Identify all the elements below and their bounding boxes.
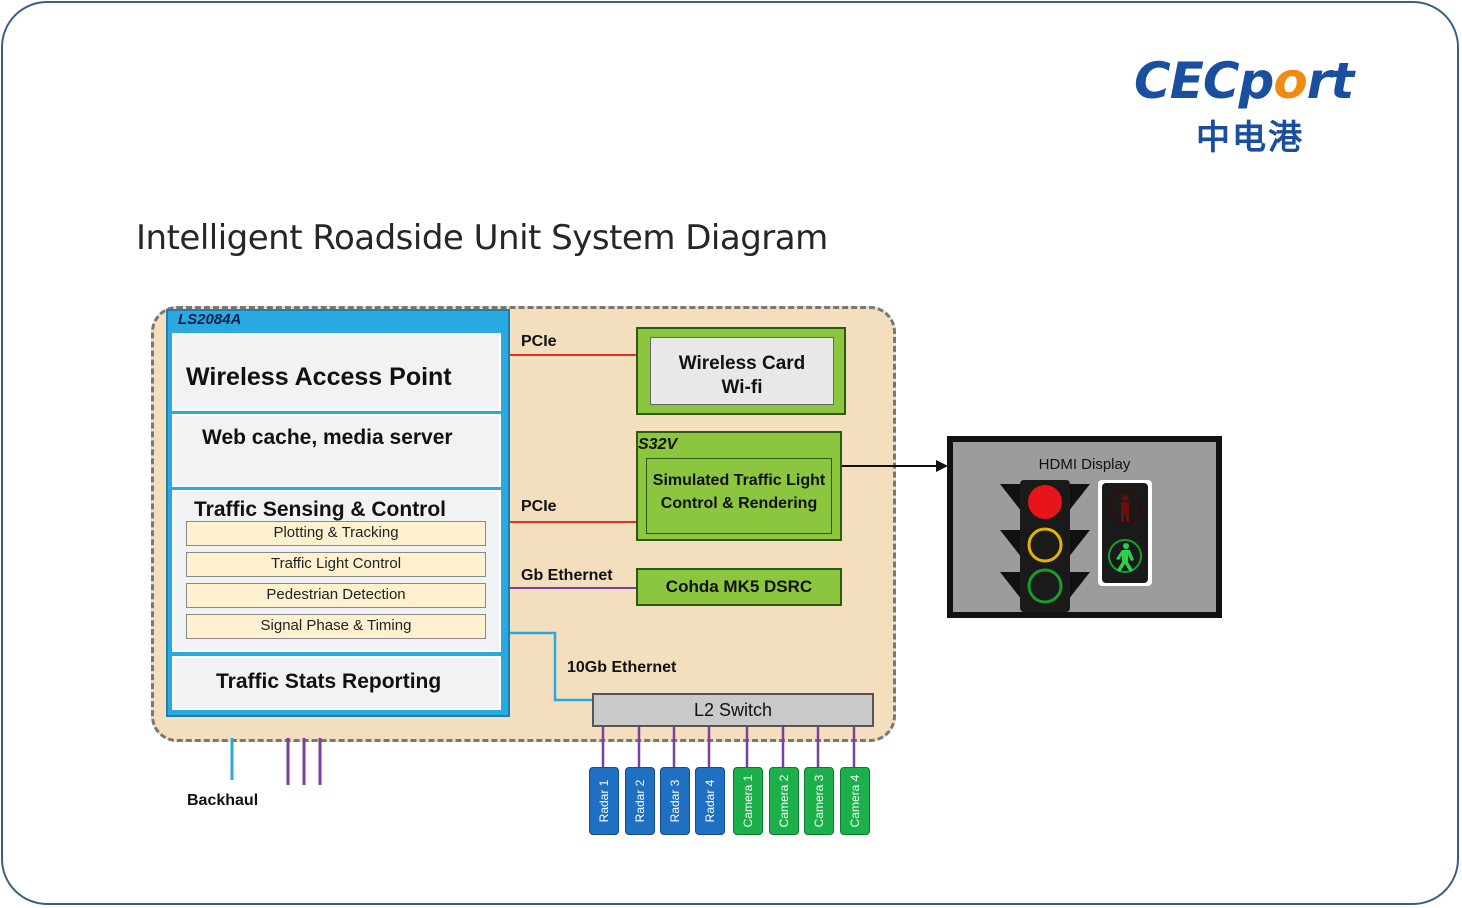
hdmi-display: HDMI Display: [947, 436, 1222, 618]
backhaul-label: Backhaul: [187, 792, 259, 809]
wireless-card-line1: Wireless Card: [678, 353, 806, 374]
ls2084a-label: LS2084A: [178, 311, 242, 328]
traffic-sensing-title: Traffic Sensing & Control: [194, 498, 447, 521]
port-camera-2: Camera 2: [769, 767, 799, 835]
port-camera-4: Camera 4: [840, 767, 870, 835]
switch-port-lines: [601, 727, 856, 768]
pcie-mid-label: PCIe: [521, 498, 557, 515]
s32v-line1: Simulated Traffic Light: [652, 472, 826, 489]
cecport-logo: CECport: [1134, 52, 1354, 110]
port-radar-3: Radar 3: [660, 767, 690, 835]
web-cache-panel: Web cache, media server: [172, 414, 501, 487]
wireless-card-panel: Wireless Card Wi-fi: [650, 337, 834, 405]
s32v-label: S32V: [638, 436, 678, 453]
wireless-access-point-label: Wireless Access Point: [186, 363, 452, 391]
traffic-stats-label: Traffic Stats Reporting: [216, 670, 442, 693]
signal-phase-timing-item: Signal Phase & Timing: [186, 614, 486, 639]
hdmi-display-label: HDMI Display: [1038, 456, 1131, 473]
hdmi-arrow-head: [936, 460, 948, 472]
traffic-light-control-item: Traffic Light Control: [186, 552, 486, 577]
cecport-logo-chinese: 中电港: [1196, 118, 1304, 158]
ten-gb-ethernet-label: 10Gb Ethernet: [567, 659, 677, 676]
wireless-access-point-panel: Wireless Access Point: [172, 333, 501, 411]
port-radar-4: Radar 4: [695, 767, 725, 835]
traffic-light-icon: [1000, 480, 1152, 612]
s32v-inner-panel: Simulated Traffic Light Control & Render…: [646, 458, 832, 534]
gb-ethernet-label: Gb Ethernet: [521, 567, 613, 584]
port-camera-3: Camera 3: [804, 767, 834, 835]
wireless-card-line2: Wi-fi: [721, 377, 763, 398]
port-camera-1: Camera 1: [733, 767, 763, 835]
l2-switch: L2 Switch: [592, 693, 874, 727]
plotting-tracking-item: Plotting & Tracking: [186, 521, 486, 546]
diagram-title: Intelligent Roadside Unit System Diagram: [136, 218, 828, 258]
port-radar-2: Radar 2: [625, 767, 655, 835]
port-radar-1: Radar 1: [589, 767, 619, 835]
ten-gb-ethernet-line: [510, 631, 600, 702]
web-cache-label: Web cache, media server: [202, 426, 453, 449]
pcie-top-label: PCIe: [521, 333, 557, 350]
s32v-module: [636, 431, 842, 541]
pedestrian-detection-item: Pedestrian Detection: [186, 583, 486, 608]
cohda-dsrc-module: Cohda MK5 DSRC: [636, 568, 842, 606]
traffic-stats-panel: Traffic Stats Reporting: [172, 656, 501, 710]
s32v-line2: Control & Rendering: [660, 495, 818, 512]
